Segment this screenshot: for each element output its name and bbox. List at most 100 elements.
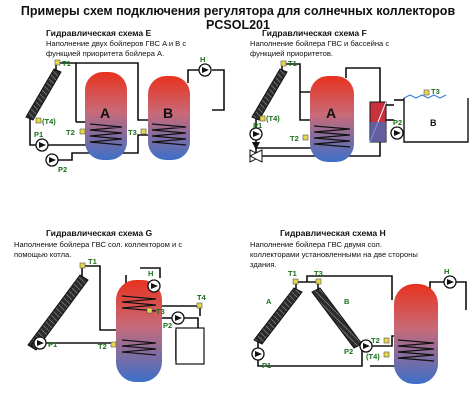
label-collector-b: B [344, 297, 350, 306]
tank-b-label: B [163, 105, 173, 121]
sensor-t4 [35, 117, 42, 124]
sensor-t2 [79, 128, 86, 135]
solar-collector-b [311, 287, 363, 349]
label-p1: P1 [253, 121, 262, 130]
sensor-t2 [110, 341, 117, 348]
label-t1: T1 [288, 269, 297, 278]
scheme-g-title: Гидравлическая схема G [46, 228, 153, 238]
label-t4: T4 [197, 293, 207, 302]
pump-arrow-icon [363, 343, 370, 349]
solar-collector [25, 68, 62, 121]
sensor-t3 [146, 307, 153, 314]
label-h: H [148, 269, 153, 278]
solar-collector [27, 274, 89, 351]
tank-coil-lower [121, 339, 157, 356]
scheme-e-desc-line: Наполнение двух бойлеров ГВС A и B с [46, 39, 187, 48]
exchanger-cold-half [370, 122, 386, 142]
label-t3: T3 [431, 87, 440, 96]
pump-arrow-icon [447, 279, 454, 285]
scheme-f-desc: Наполнение бойлера ГВС и бассейна с функ… [250, 39, 389, 59]
pool-water-icon [403, 94, 447, 99]
label-t3: T3 [314, 269, 323, 278]
label-collector-a: A [266, 297, 272, 306]
label-t1: T1 [88, 257, 97, 266]
label-t2: T2 [66, 128, 75, 137]
scheme-h-desc-line: Наполнение бойлера ГВС двумя сол. [250, 240, 382, 249]
pump-arrow-icon [37, 340, 44, 346]
sensor-t3 [423, 89, 430, 96]
scheme-h-diagram: T1 T2 T3 (T4) P1 P2 H A B [251, 267, 467, 384]
label-p1: P1 [262, 361, 271, 370]
sensor-t1 [292, 278, 299, 285]
pump-arrow-icon [394, 130, 401, 136]
scheme-f-desc-line: функцией приоритетов. [250, 49, 334, 58]
valve-actuator-icon [252, 142, 260, 150]
sensor-t4 [259, 115, 266, 122]
valve-icon [248, 149, 263, 163]
tank-b-coil [151, 123, 187, 146]
label-p2: P2 [393, 118, 402, 127]
pump-arrow-icon [255, 351, 262, 357]
scheme-h-desc-line: здания. [250, 260, 277, 269]
label-t4: (T4) [42, 117, 56, 126]
sensor-t1 [54, 59, 61, 66]
sensor-t1 [79, 262, 86, 269]
label-t1: T1 [62, 59, 71, 68]
label-p2: P2 [344, 347, 353, 356]
tank-a-label: A [326, 105, 336, 121]
scheme-h-desc: Наполнение бойлера ГВС двумя сол. коллек… [250, 240, 418, 270]
tank [116, 280, 162, 382]
label-p1: P1 [34, 130, 43, 139]
pump-arrow-icon [253, 131, 260, 137]
label-h: H [200, 55, 205, 64]
scheme-h-title: Гидравлическая схема H [280, 228, 386, 238]
tank [394, 284, 438, 384]
sensor-t3 [140, 128, 147, 135]
pool-label: B [430, 118, 437, 128]
boiler [175, 327, 205, 365]
tank-a-label: A [100, 105, 110, 121]
scheme-g-desc: Наполнение бойлера ГВС сол. коллектором … [14, 240, 182, 260]
scheme-h-desc-line: коллекторами установленными на две сторо… [250, 250, 418, 259]
scheme-f-diagram: T1 T2 T3 (T4) P1 P2 A B [248, 59, 469, 163]
pump-arrow-icon [49, 157, 56, 163]
label-t4: (T4) [266, 114, 280, 123]
page-title: Примеры схем подключения регулятора для … [20, 4, 456, 32]
scheme-e-diagram: T1 T2 T3 (T4) P1 P2 H A B [25, 55, 225, 174]
scheme-e-desc-line: функцией приоритета бойлера A. [46, 49, 165, 58]
tank-coil [313, 125, 351, 148]
label-t3: T3 [156, 307, 165, 316]
scheme-g-desc-line: помощью котла. [14, 250, 72, 259]
scheme-g-desc-line: Наполнение бойлера ГВС сол. коллектором … [14, 240, 183, 249]
solar-collector [251, 68, 288, 121]
label-p2: P2 [58, 165, 67, 174]
solar-collector-a [253, 287, 303, 345]
pool [403, 98, 469, 143]
label-t3: T3 [128, 128, 137, 137]
label-p1: P1 [48, 340, 57, 349]
scheme-e-desc: Наполнение двух бойлеров ГВС A и B с фун… [46, 39, 186, 59]
scheme-g-diagram: T1 T2 T3 T4 P1 P2 H [27, 257, 207, 382]
label-t2: T2 [98, 342, 107, 351]
sensor-t3 [315, 278, 322, 285]
scheme-e-title: Гидравлическая схема E [46, 28, 152, 38]
sensor-t2 [302, 134, 309, 141]
label-t2: T2 [290, 134, 299, 143]
label-t1: T1 [288, 59, 297, 68]
sensor-t1 [280, 60, 287, 67]
label-p2: P2 [163, 321, 172, 330]
pump-arrow-icon [151, 283, 158, 289]
label-t2: T2 [371, 336, 380, 345]
label-t4: (T4) [366, 352, 380, 361]
scheme-f-desc-line: Наполнение бойлера ГВС и бассейна с [250, 39, 390, 48]
scheme-f-title: Гидравлическая схема F [262, 28, 367, 38]
sensor-t4 [383, 351, 390, 358]
label-h: H [444, 267, 449, 276]
pump-arrow-icon [175, 315, 182, 321]
tank-coil-upper [121, 295, 157, 312]
pump-arrow-icon [202, 67, 209, 73]
tank-a-coil [89, 123, 123, 146]
sensor-t4 [196, 302, 203, 309]
tank-coil [397, 339, 435, 362]
